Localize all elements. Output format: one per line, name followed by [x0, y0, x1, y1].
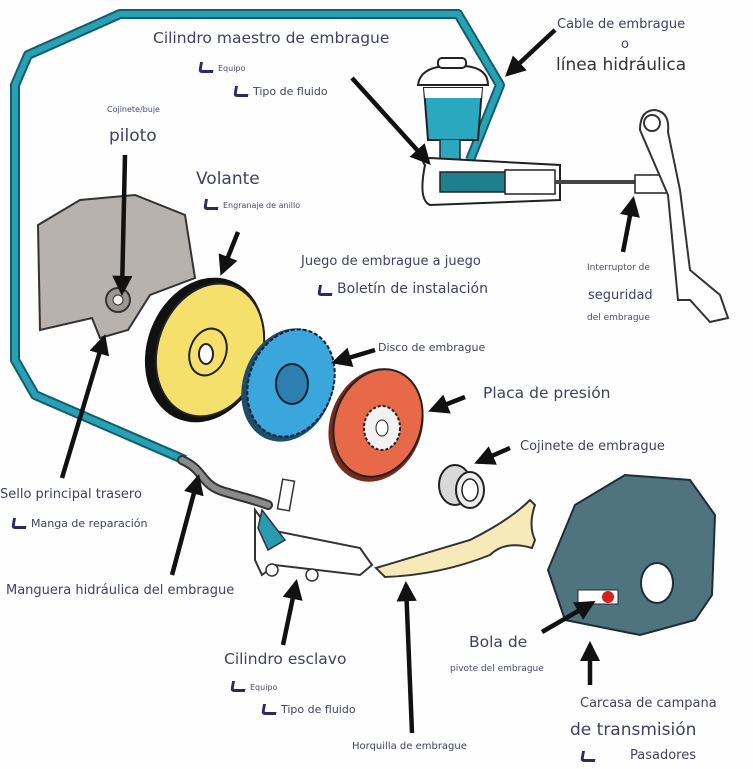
bell-housing-sub-label: Pasadores — [580, 748, 696, 763]
bell-housing-label-1: Carcasa de campana — [580, 696, 717, 711]
release-bearing — [438, 464, 485, 509]
sub-item-icon — [317, 285, 334, 296]
arrow-clutch-fork — [396, 580, 417, 734]
rear-main-seal-sub-label: Manga de reparación — [11, 517, 148, 530]
sub-label: Tipo de fluido — [253, 85, 328, 98]
clutch-fork-label: Horquilla de embrague — [352, 741, 467, 752]
master-cylinder-sub-fluid: Tipo de fluido — [233, 85, 328, 98]
sub-label: Pasadores — [630, 748, 696, 763]
sub-label: Manga de reparación — [31, 517, 148, 530]
clutch-pedal — [638, 108, 730, 324]
pilot-bearing-small-label: Cojinete/buje — [107, 105, 160, 114]
slave-cylinder — [254, 478, 374, 582]
sub-item-icon — [203, 199, 220, 210]
sub-label: Engranaje de anillo — [223, 201, 301, 210]
clutch-kit-sub-label: Boletín de instalación — [317, 281, 488, 297]
sub-label: Tipo de fluido — [281, 703, 356, 716]
arrow-hydraulic-hose — [169, 474, 204, 576]
slave-cylinder-sub-equipment: Equipo — [230, 681, 278, 692]
arrow-cable-line — [505, 28, 557, 77]
hydraulic-hose-label: Manguera hidráulica del embrague — [6, 583, 235, 598]
bell-housing-label-2: de transmisión — [570, 720, 697, 740]
clutch-kit-label: Juego de embrague a juego — [301, 254, 481, 269]
cable-line-label-1: Cable de embrague — [557, 17, 686, 32]
flywheel-label: Volante — [196, 169, 260, 189]
sub-label: Equipo — [250, 683, 278, 692]
sub-item-icon — [11, 518, 28, 529]
arrow-pressure-plate — [428, 394, 466, 414]
cable-line-label-or: o — [621, 37, 629, 52]
arrow-clutch-disc — [331, 347, 376, 368]
arrow-pilot — [112, 154, 133, 297]
safety-switch-label-3: del embrague — [587, 313, 650, 323]
arrows — [59, 28, 640, 734]
safety-switch-label-1: Interruptor de — [587, 263, 650, 273]
arrow-rear-main-seal — [59, 334, 110, 479]
master-cylinder-label: Cilindro maestro de embrague — [153, 29, 390, 47]
sub-item-icon — [198, 62, 215, 73]
sub-item-icon — [580, 751, 597, 762]
release-bearing-label: Cojinete de embrague — [520, 439, 665, 454]
slave-cylinder-label: Cilindro esclavo — [224, 650, 347, 668]
safety-switch-label-2: seguridad — [588, 288, 653, 303]
pivot-ball-label-2: pivote del embrague — [450, 664, 544, 674]
hydraulic-line — [10, 9, 505, 465]
sub-item-icon — [233, 86, 250, 97]
master-cylinder-sub-equipment: Equipo — [198, 62, 246, 73]
pressure-plate — [328, 368, 424, 482]
sub-label: Boletín de instalación — [337, 281, 488, 297]
clutch-disc-label: Disco de embrague — [378, 341, 486, 354]
sub-item-icon — [230, 681, 247, 692]
master-cylinder — [416, 57, 676, 207]
cable-line-label-2: línea hidráulica — [556, 55, 687, 75]
arrow-slave-cylinder — [280, 579, 303, 646]
arrow-flywheel — [218, 231, 241, 276]
pilot-bearing-label: piloto — [109, 126, 157, 146]
arrow-pivot-ball — [540, 600, 596, 634]
pivot-ball-label-1: Bola de — [469, 633, 528, 651]
arrow-release-bearing — [474, 445, 511, 465]
arrow-safety-switch — [619, 196, 640, 253]
rear-main-seal-label: Sello principal trasero — [0, 487, 142, 502]
clutch-fork — [374, 498, 537, 579]
flywheel-sub-label: Engranaje de anillo — [203, 199, 301, 210]
slave-cylinder-sub-fluid: Tipo de fluido — [261, 703, 356, 716]
arrow-master-cylinder — [350, 76, 431, 166]
bell-housing — [546, 473, 717, 637]
flywheel — [144, 277, 266, 423]
sub-item-icon — [261, 704, 278, 715]
clutch-disc — [241, 328, 336, 442]
sub-label: Equipo — [218, 64, 246, 73]
pressure-plate-label: Placa de presión — [483, 384, 611, 402]
